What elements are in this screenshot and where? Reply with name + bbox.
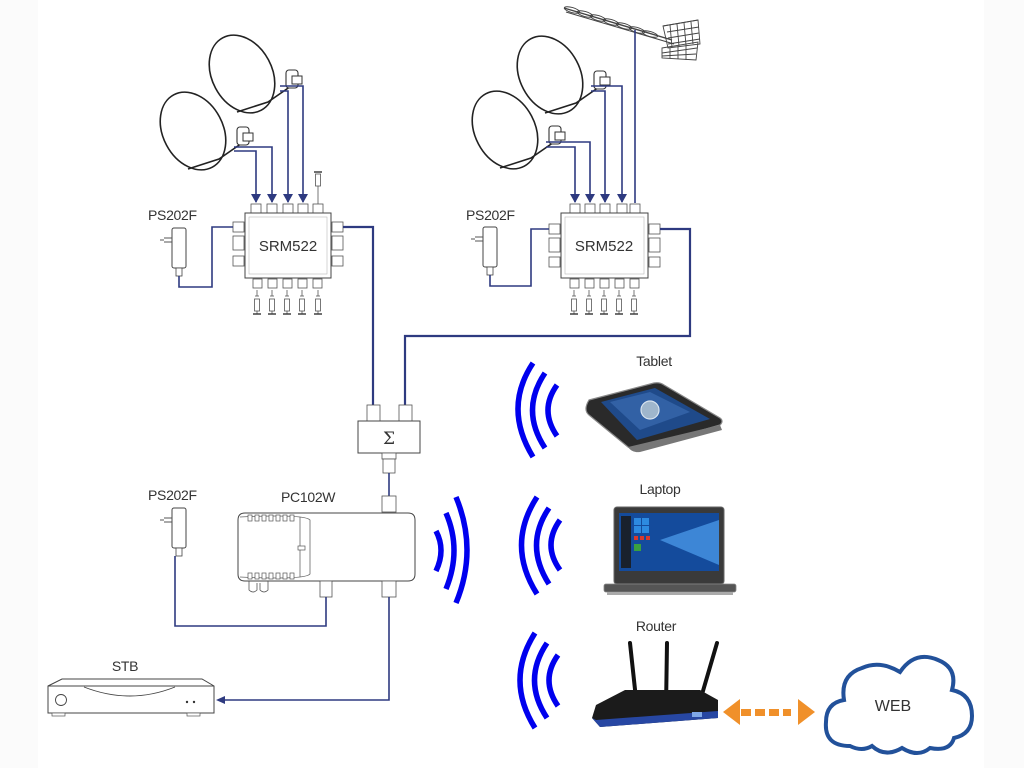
right-multiswitch: SRM522 <box>548 203 661 315</box>
stb-cable <box>222 597 390 701</box>
bidirectional-arrow-icon <box>723 699 815 725</box>
output-ports <box>252 278 323 315</box>
left-trunk-cable <box>343 225 375 405</box>
power-adapter-icon <box>159 507 187 557</box>
input-ports <box>569 203 641 214</box>
pc102w-label: PC102W <box>281 489 336 505</box>
right-power-supply: PS202F <box>466 207 549 287</box>
left-multiswitch: SRM522 <box>232 171 344 315</box>
web-cloud-icon: WEB <box>823 655 975 755</box>
power-supply-label: PS202F <box>466 207 515 223</box>
stb-device: STB <box>47 658 215 717</box>
router-label: Router <box>636 618 677 634</box>
left-satellite-dishes <box>146 22 303 183</box>
router-device: Router <box>592 618 719 727</box>
input-ports <box>250 203 324 214</box>
laptop-label: Laptop <box>639 481 681 497</box>
stb-label: STB <box>112 658 138 674</box>
multiswitch-body <box>244 212 332 279</box>
right-margin-panel <box>984 0 1024 768</box>
power-supply-label: PS202F <box>148 487 197 503</box>
sigma-symbol: Σ <box>383 429 395 449</box>
multiswitch-label: SRM522 <box>575 238 633 255</box>
wifi-waves-tablet <box>515 361 560 459</box>
terrestrial-antenna-icon <box>563 6 701 61</box>
tablet-label: Tablet <box>636 353 672 369</box>
power-supply-label: PS202F <box>148 207 197 223</box>
power-adapter-icon <box>159 227 187 277</box>
wifi-waves-pc102w <box>433 495 470 605</box>
pc102w-unit: PC102W <box>237 489 416 598</box>
combiner-body <box>357 420 421 454</box>
wifi-waves-laptop <box>518 495 563 596</box>
multiswitch-body <box>560 212 649 279</box>
left-dish-cables <box>234 85 308 203</box>
left-power-supply: PS202F <box>148 207 233 288</box>
tablet-device: Tablet <box>585 353 723 453</box>
right-dish-cables <box>546 85 627 203</box>
multiswitch-label: SRM522 <box>259 238 317 255</box>
pc102w-power-supply: PS202F <box>148 487 327 627</box>
left-margin-panel <box>0 0 38 768</box>
web-label: WEB <box>875 698 911 715</box>
right-trunk-cable <box>403 227 692 405</box>
combiner: Σ <box>357 404 421 474</box>
power-adapter-icon <box>470 226 498 276</box>
right-satellite-dishes <box>458 23 611 182</box>
terminator-icon <box>314 171 322 204</box>
wifi-waves-router <box>517 631 561 730</box>
output-ports <box>569 278 640 315</box>
laptop-device: Laptop <box>603 481 737 595</box>
